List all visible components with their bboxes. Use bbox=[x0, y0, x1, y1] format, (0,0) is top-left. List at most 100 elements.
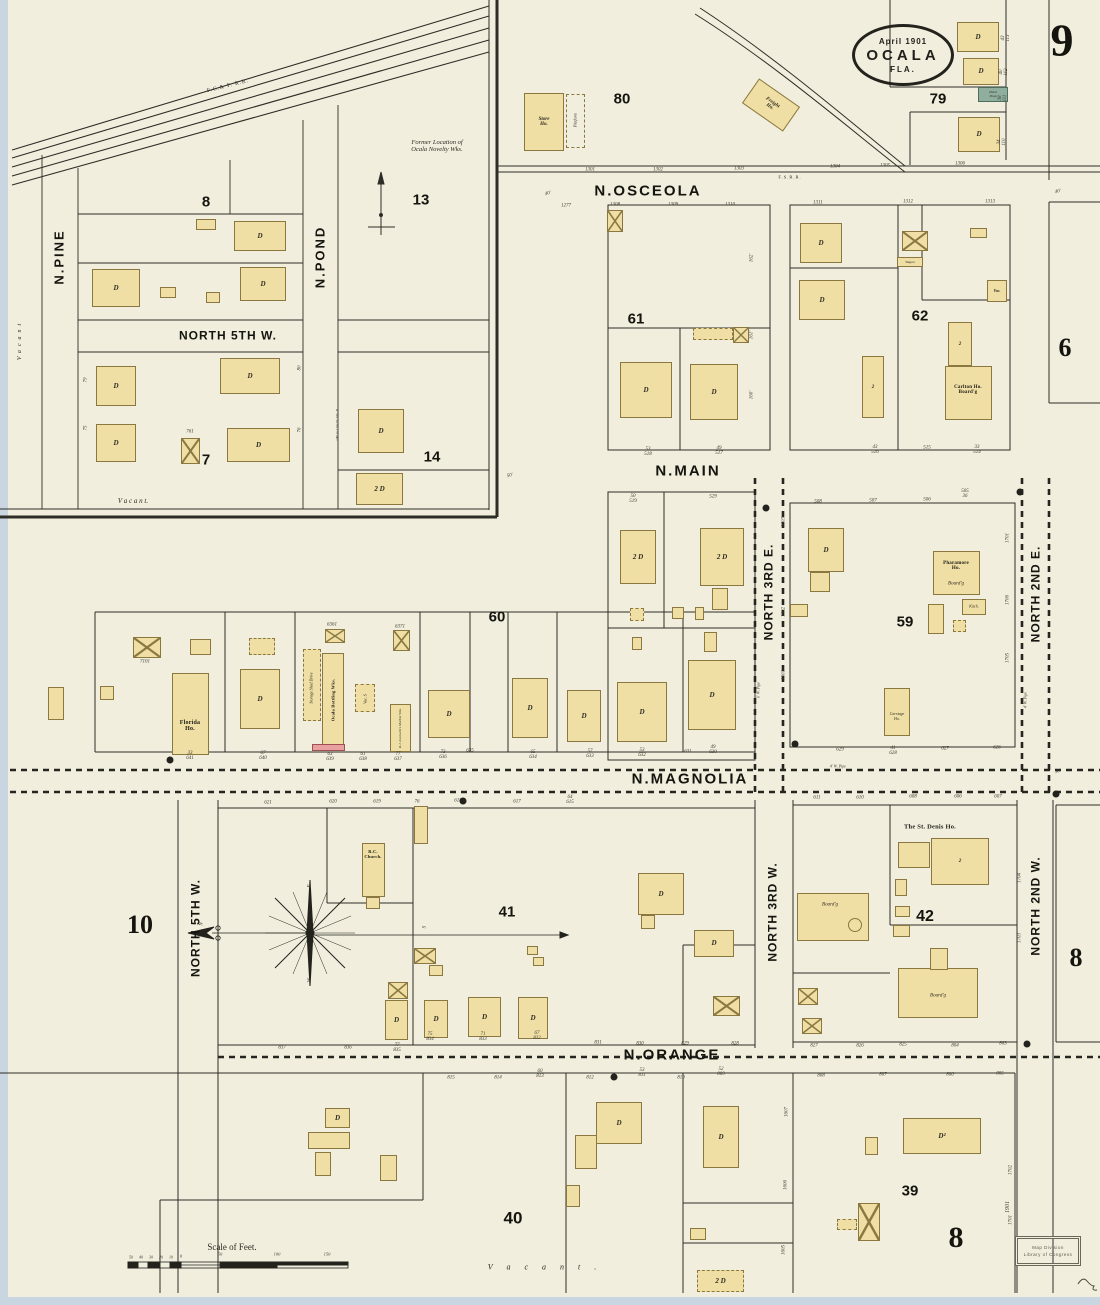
building bbox=[315, 1152, 331, 1176]
building-name: Storage Shed Drive bbox=[308, 672, 314, 704]
stable bbox=[902, 231, 928, 251]
dwelling: D bbox=[596, 1102, 642, 1144]
address-number: 52 809 bbox=[717, 1067, 725, 1077]
dwelling: D bbox=[96, 424, 136, 462]
dwelling: 2 D bbox=[356, 473, 403, 505]
building bbox=[249, 638, 275, 655]
address-number: 53 632 bbox=[638, 748, 646, 758]
address-number: 57 633 bbox=[586, 749, 594, 759]
building bbox=[366, 897, 380, 909]
street-north-3rd-e: NORTH 3RD E. bbox=[761, 543, 776, 641]
scale-bar bbox=[127, 1261, 349, 1269]
address-number: 33 641 bbox=[186, 751, 194, 761]
vacant-note: V a c a n t. bbox=[117, 497, 149, 505]
dwelling: D bbox=[808, 528, 844, 572]
address-number: 1701 bbox=[1005, 533, 1011, 543]
address-number: 41 628 bbox=[889, 746, 897, 756]
address-number: 1308 bbox=[610, 202, 620, 208]
building bbox=[897, 257, 923, 267]
address-number: 608 bbox=[909, 794, 917, 800]
stable bbox=[798, 988, 818, 1005]
dwelling: D bbox=[385, 1000, 408, 1040]
address-number: 805 bbox=[996, 1071, 1004, 1077]
address-number: 79 bbox=[83, 377, 89, 383]
address-number: 1607 bbox=[784, 1107, 790, 1117]
building bbox=[308, 1132, 350, 1149]
dwelling: D bbox=[240, 669, 280, 729]
building bbox=[893, 925, 910, 937]
address-number: 829 bbox=[681, 1041, 689, 1047]
building bbox=[190, 639, 211, 655]
building-name: Wagon bbox=[905, 260, 915, 264]
address-number: 53 518 bbox=[644, 447, 652, 457]
address-number: 506 bbox=[923, 497, 931, 503]
address-number: 620 bbox=[329, 799, 337, 805]
dwelling: D bbox=[963, 58, 999, 85]
unpaved-streets bbox=[10, 478, 1100, 1059]
address-number: 50 519 bbox=[629, 494, 637, 504]
street-north-5th-w: NORTH 5TH W. bbox=[188, 879, 203, 977]
dwelling: D bbox=[518, 997, 548, 1039]
stable bbox=[858, 1203, 880, 1241]
street-n-osceola: N.OSCEOLA bbox=[594, 182, 702, 200]
address-number: 761 bbox=[186, 429, 194, 435]
store-house: Store Ho. bbox=[524, 93, 564, 151]
st-denis-house: 2 bbox=[931, 838, 989, 885]
dwelling: D bbox=[240, 267, 286, 301]
bottling-works-label: Ocala Bottling Wks. bbox=[330, 678, 336, 722]
block-41: 41 bbox=[498, 903, 516, 921]
paint-shop bbox=[978, 87, 1008, 102]
rc-church-label: R.C. Church. bbox=[364, 849, 382, 859]
dwelling: D² bbox=[903, 1118, 981, 1154]
street-north-5th-w: NORTH 5TH W. bbox=[179, 328, 277, 343]
street-n-pond: N.POND bbox=[312, 225, 328, 289]
address-number: 10 bbox=[169, 1254, 173, 1260]
address-number: 40 112 bbox=[999, 68, 1009, 76]
address-number: 621 bbox=[264, 800, 272, 806]
building bbox=[429, 965, 443, 976]
dwelling: D bbox=[220, 358, 280, 394]
dwelling: D bbox=[957, 22, 999, 52]
address-number: 814 bbox=[494, 1075, 502, 1081]
block-10: 10 bbox=[127, 910, 153, 939]
address-number: 75 834 bbox=[426, 1032, 434, 1042]
address-number: 77 637 bbox=[394, 752, 402, 762]
water-valve-dot bbox=[1016, 488, 1024, 496]
address-number: 626 bbox=[993, 745, 1001, 751]
sheet-number: 9 bbox=[1050, 14, 1074, 66]
kitchen bbox=[962, 599, 986, 615]
address-number: S bbox=[422, 925, 428, 929]
address-number: 828 bbox=[731, 1041, 739, 1047]
building bbox=[930, 948, 948, 970]
inset-border bbox=[0, 0, 499, 519]
stable bbox=[393, 630, 410, 651]
dwelling: D bbox=[96, 366, 136, 406]
address-number: 836 bbox=[344, 1045, 352, 1051]
water-valve-dot bbox=[610, 1073, 618, 1081]
address-number: 76 bbox=[414, 799, 420, 805]
water-valve-dot bbox=[1052, 790, 1060, 798]
building bbox=[380, 1155, 397, 1181]
dwelling: D bbox=[694, 930, 734, 957]
dwelling: D bbox=[567, 690, 601, 742]
scan-edge-left bbox=[0, 0, 8, 1305]
address-number: 505 36 bbox=[961, 489, 969, 499]
address-number: 1309 bbox=[668, 202, 678, 208]
address-number: 34 110 bbox=[997, 138, 1007, 146]
address-number: 825 bbox=[899, 1042, 907, 1048]
address-number: 53 811 bbox=[638, 1068, 646, 1078]
address-number: 807 bbox=[879, 1072, 887, 1078]
library-of-congress-stamp: Map Division Library of Congress bbox=[1015, 1236, 1081, 1266]
tank bbox=[848, 918, 862, 932]
address-number: 1301 bbox=[585, 167, 595, 173]
block-7: 7 bbox=[201, 451, 211, 469]
address-number: 4' W. Pipe bbox=[829, 763, 847, 769]
paint-shop-label: Paint Shop bbox=[989, 90, 997, 98]
building bbox=[690, 1228, 706, 1240]
address-number: 803 bbox=[999, 1041, 1007, 1047]
block-8-south: 8 bbox=[948, 1221, 964, 1254]
address-number: 150 bbox=[323, 1251, 331, 1257]
address-number: 804 bbox=[951, 1043, 959, 1049]
building bbox=[790, 604, 808, 617]
building bbox=[898, 842, 930, 868]
